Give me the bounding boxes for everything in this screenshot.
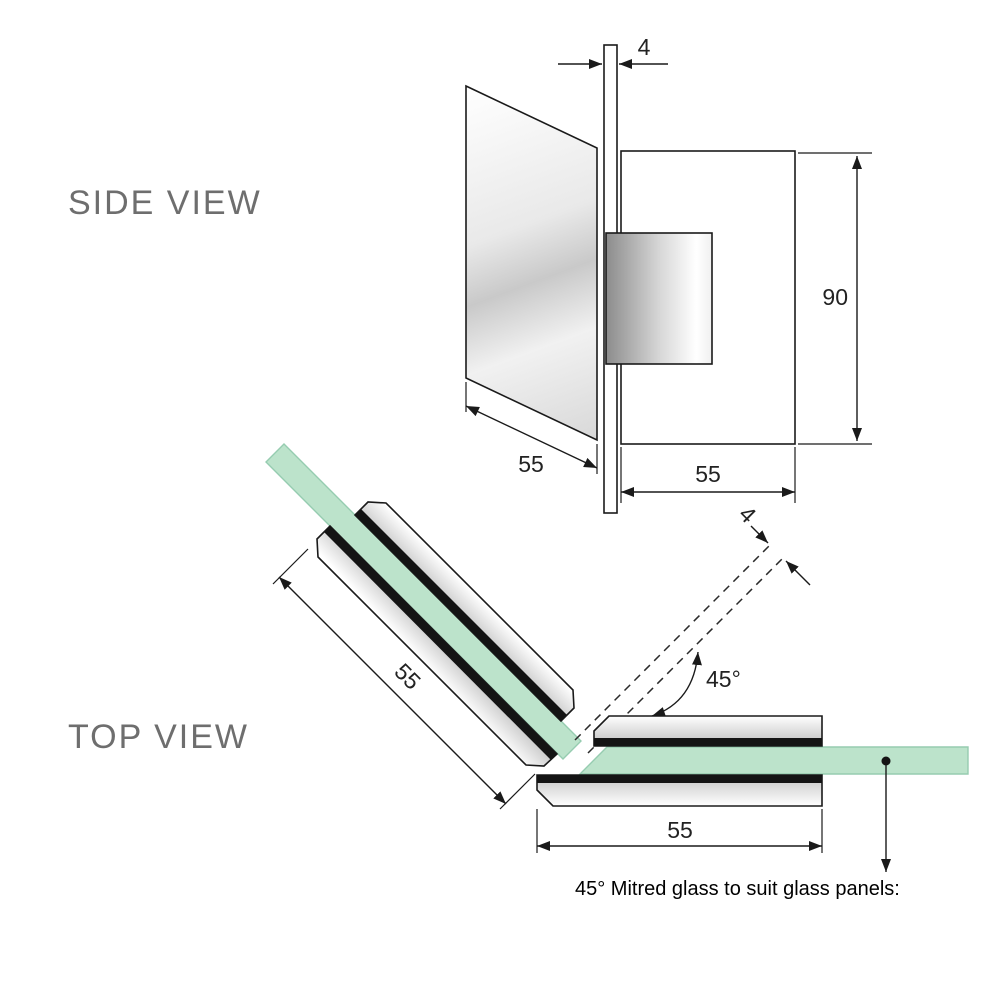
bracket-55-value: 55 (695, 461, 721, 487)
top-view: TOP VIEW 55 4 45° 55 (68, 443, 969, 900)
dim-4-value: 4 (638, 34, 651, 60)
pointer-dot (881, 756, 891, 766)
horizontal-glass-panel (578, 746, 969, 775)
diag-55-ext-far (272, 548, 309, 585)
side-view-label: SIDE VIEW (68, 184, 262, 222)
mitre-4-arrow-upper (750, 525, 769, 544)
horizontal-jaw-upper-gasket (594, 738, 822, 746)
angle-arc (651, 651, 702, 717)
panel-55-dimline (465, 405, 598, 469)
side-glass-panel (465, 84, 598, 442)
angle-value: 45° (706, 666, 741, 692)
horiz-55-value: 55 (667, 817, 693, 843)
panel-55-value: 55 (518, 451, 544, 477)
side-view: SIDE VIEW 4 55 90 55 (68, 34, 872, 514)
horizontal-jaw-lower-gasket (537, 775, 822, 783)
hinge-knuckle (605, 232, 713, 365)
diag-55-dimline (278, 576, 507, 805)
dim-90-value: 90 (822, 284, 848, 310)
mitre-4-value: 4 (734, 501, 762, 529)
diag-55-value: 55 (389, 658, 425, 694)
top-view-label: TOP VIEW (68, 718, 249, 756)
caption-text: 45° Mitred glass to suit glass panels: (575, 878, 900, 900)
mitre-4-arrow-lower (785, 560, 811, 586)
mitre-dash-line-1 (574, 544, 771, 741)
diagonal-glass-panel (265, 443, 582, 760)
